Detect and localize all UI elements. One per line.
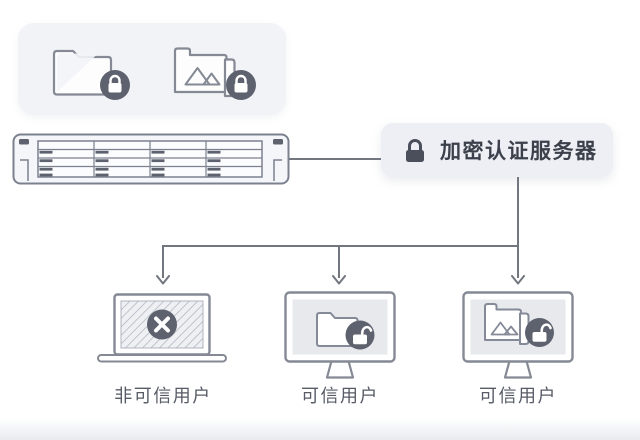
bottom-edge-shade <box>0 418 640 440</box>
nas-server-illustration <box>12 133 290 185</box>
arrow-down-icon <box>332 275 346 285</box>
arrow-down-icon <box>156 275 170 285</box>
connector-middle-branch <box>338 245 340 278</box>
trusted-monitor-image-illustration <box>462 291 574 379</box>
locked-folder-icon <box>52 49 130 100</box>
untrusted-laptop-illustration <box>97 293 227 363</box>
unlock-badge-icon <box>525 318 554 347</box>
trusted-monitor-folder-illustration <box>284 291 396 379</box>
client-label-trusted-2: 可信用户 <box>479 386 557 406</box>
client-label-trusted-1: 可信用户 <box>301 386 379 406</box>
connector-auth-down <box>517 177 519 278</box>
blocked-x-icon <box>147 309 177 340</box>
lock-badge-icon <box>226 70 256 100</box>
client-label-untrusted: 非可信用户 <box>114 386 212 406</box>
lock-badge-icon <box>100 70 130 100</box>
locked-image-icon <box>173 47 256 100</box>
connector-left-branch <box>162 245 164 278</box>
arrow-down-icon <box>511 275 525 285</box>
unlock-badge-icon <box>345 320 375 350</box>
auth-server-pill: 加密认证服务器 <box>381 123 613 177</box>
connector-server-to-auth <box>289 158 381 160</box>
lock-icon <box>406 139 424 162</box>
image-icon <box>484 303 530 345</box>
drive-tray-handles <box>39 150 221 177</box>
auth-server-label: 加密认证服务器 <box>440 140 598 163</box>
connector-distribution <box>162 245 519 247</box>
